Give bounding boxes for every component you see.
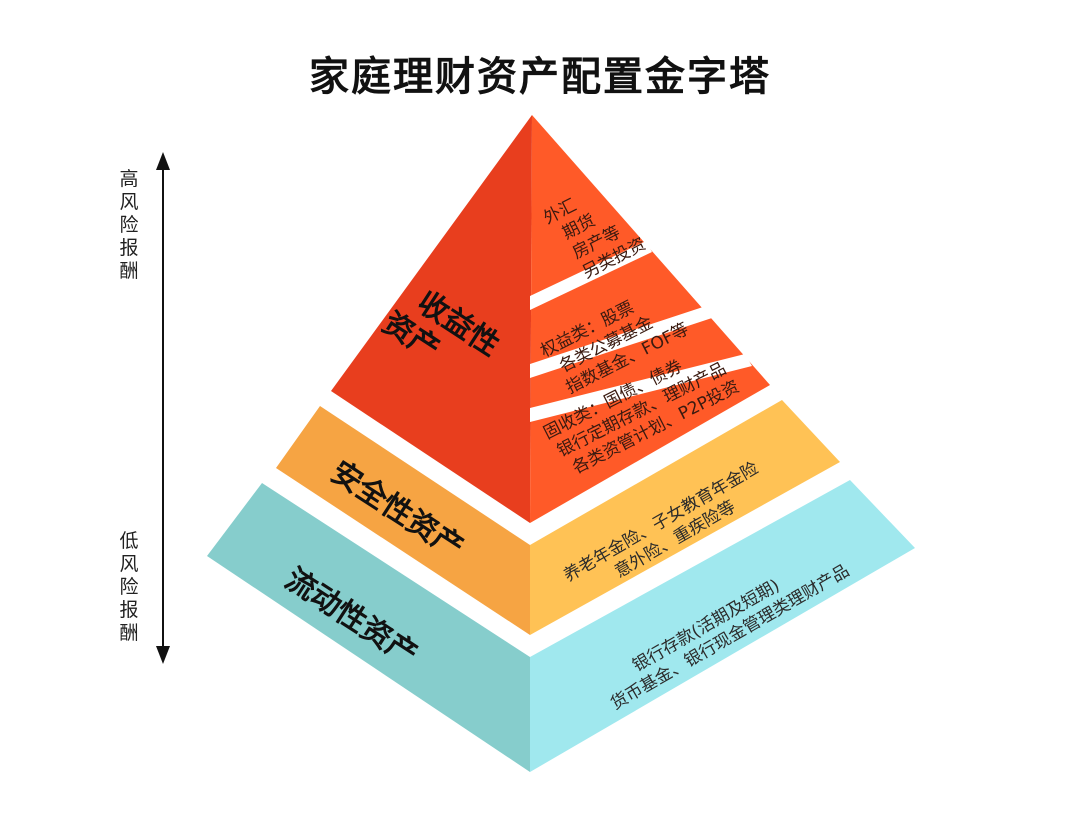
tier-return-left-face (331, 115, 532, 523)
tier-safety-left-face (276, 406, 530, 635)
tier-liquidity-right-face (530, 480, 915, 772)
tier-liquidity-left-face (207, 483, 530, 772)
low-risk-label: 低风险报酬 (119, 530, 139, 644)
arrow-up-icon (156, 152, 170, 170)
tier-return-right-face (530, 115, 770, 523)
arrow-down-icon (156, 646, 170, 664)
page-title: 家庭理财资产配置金字塔 (309, 54, 771, 100)
tier-safety-right-face (530, 400, 840, 635)
band-separator (530, 241, 652, 310)
band-separator (530, 306, 712, 378)
band-separator (530, 354, 752, 422)
high-risk-label: 高风险报酬 (119, 168, 139, 282)
